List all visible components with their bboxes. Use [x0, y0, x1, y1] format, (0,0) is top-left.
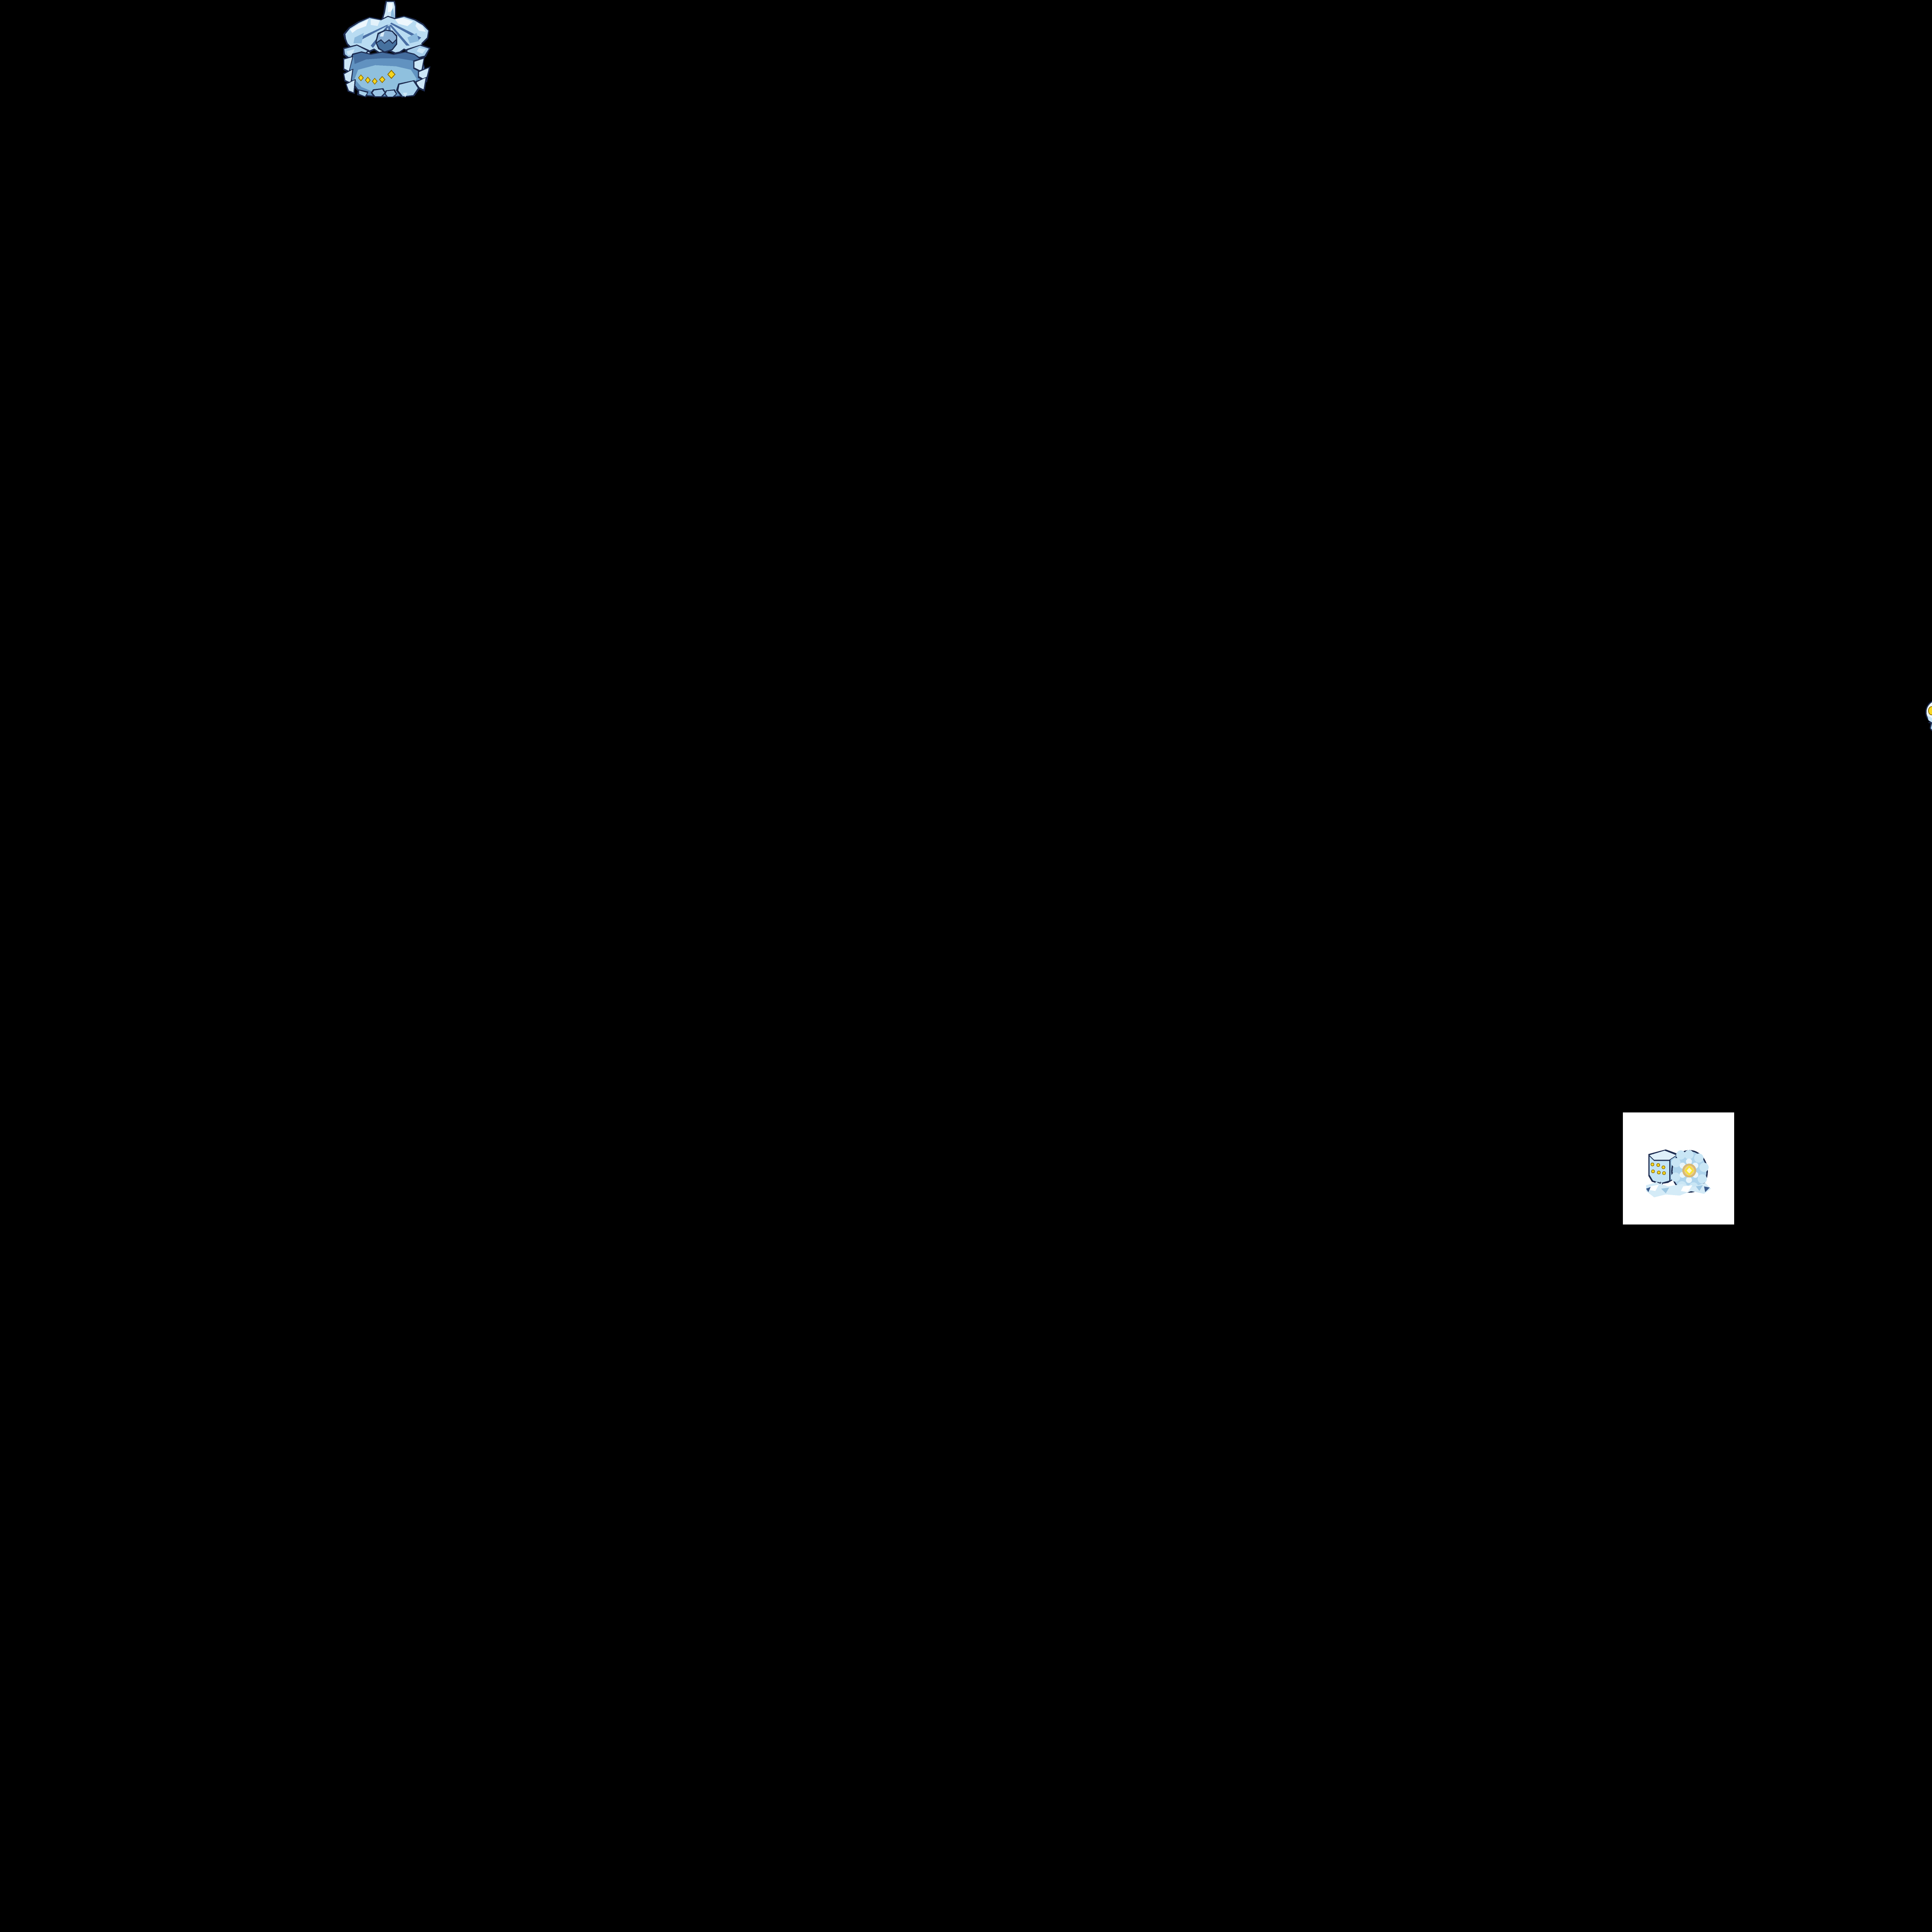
debug-snail — [1623, 1112, 1734, 1225]
ice-hatchling-sprite — [1925, 699, 1932, 746]
ice-venusaur-sprite — [343, 1, 430, 97]
